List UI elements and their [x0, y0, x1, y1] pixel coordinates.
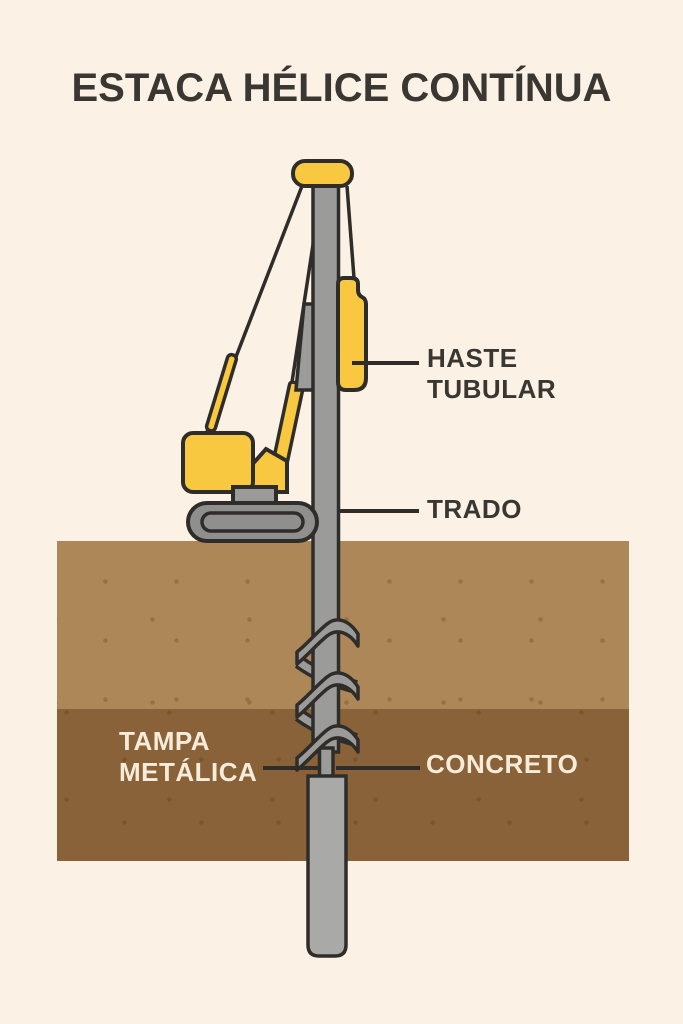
crawler-track-inner — [200, 511, 305, 533]
machine-cab — [181, 431, 255, 494]
label-haste-tubular: HASTE TUBULAR — [427, 343, 556, 405]
mast-top-cap — [291, 159, 354, 188]
page-title: ESTACA HÉLICE CONTÍNUA — [71, 66, 612, 110]
label-line: HASTE — [427, 343, 518, 373]
label-line: TUBULAR — [427, 374, 557, 404]
label-tampa-metalica: TAMPA METÁLICA — [119, 726, 257, 788]
label-concreto: CONCRETO — [426, 749, 578, 780]
label-line: TAMPA — [119, 726, 211, 756]
leader-lines — [263, 361, 420, 770]
rotary-drive — [336, 276, 368, 392]
concrete-pile — [306, 774, 348, 958]
drill-shaft — [311, 170, 341, 754]
label-line: CONCRETO — [426, 749, 579, 779]
label-trado: TRADO — [427, 494, 522, 525]
crawler-track — [186, 501, 319, 543]
label-line: TRADO — [427, 494, 522, 524]
auger-tip — [317, 746, 335, 780]
boom-cylinder-icon — [204, 352, 239, 433]
label-line: METÁLICA — [119, 757, 258, 787]
